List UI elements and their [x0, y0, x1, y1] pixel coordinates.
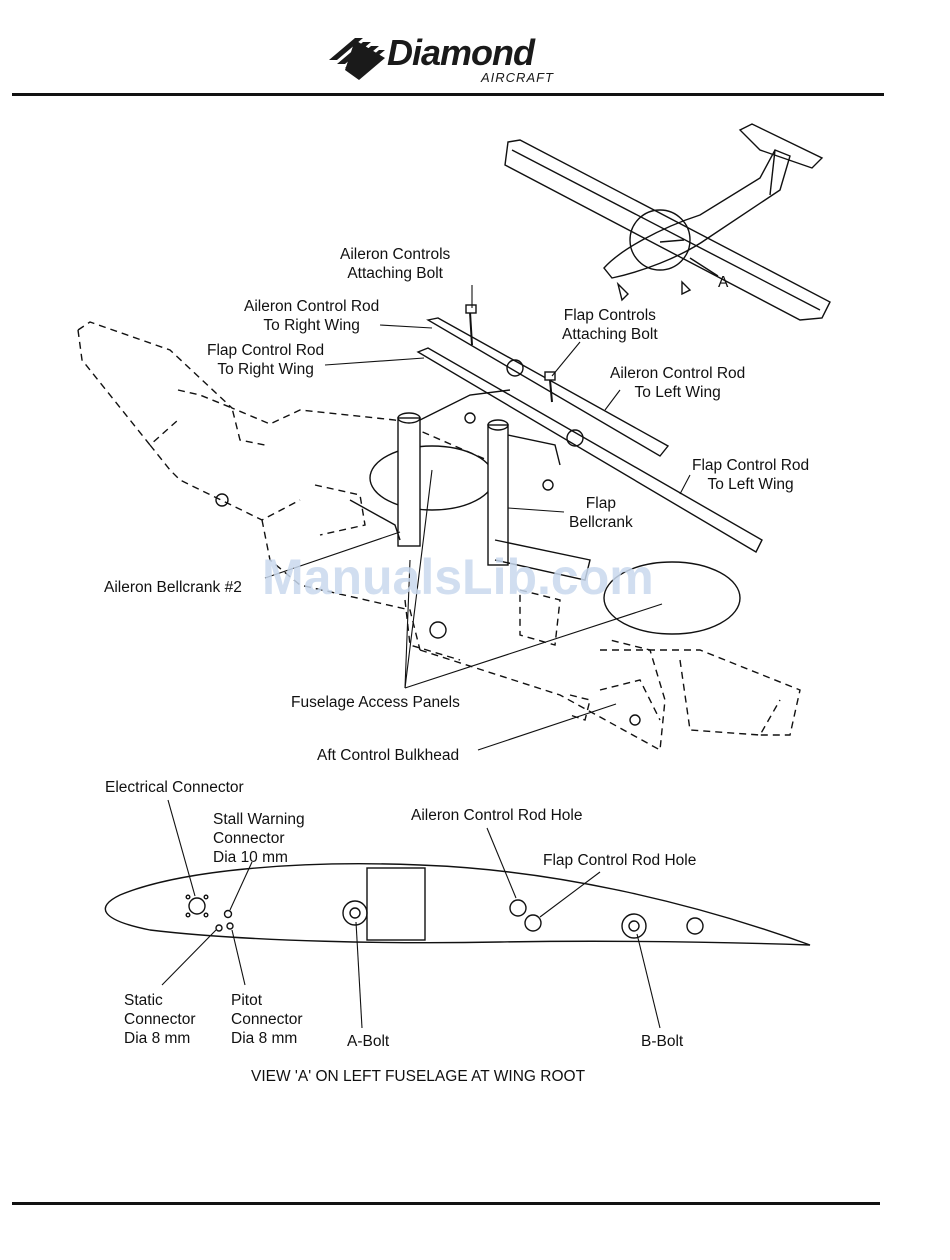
label-stall-warning-connector: Stall Warning Connector Dia 10 mm — [213, 811, 305, 866]
diamond-logo-icon — [329, 38, 385, 80]
leader-lines — [161, 285, 691, 1029]
label-flap-rod-right: Flap Control Rod To Right Wing — [207, 342, 325, 378]
label-a-bolt: A-Bolt — [347, 1033, 390, 1050]
brand-name: Diamond — [387, 32, 535, 73]
label-b-bolt: B-Bolt — [641, 1033, 684, 1050]
brand-sub: AIRCRAFT — [481, 70, 554, 85]
watermark: ManualsLib.com — [262, 549, 654, 605]
label-fuselage-access-panels: Fuselage Access Panels — [291, 694, 460, 711]
label-aileron-bellcrank-2: Aileron Bellcrank #2 — [104, 579, 242, 596]
label-flap-rod-hole: Flap Control Rod Hole — [543, 852, 697, 869]
figure-caption: VIEW 'A' ON LEFT FUSELAGE AT WING ROOT — [251, 1068, 586, 1085]
label-aft-control-bulkhead: Aft Control Bulkhead — [317, 747, 460, 764]
diamond-aircraft-logo: Diamond AIRCRAFT — [325, 32, 575, 90]
label-electrical-connector: Electrical Connector — [105, 779, 244, 796]
access-panel-right — [603, 561, 741, 635]
view-a-circle — [629, 209, 691, 271]
label-aileron-rod-left: Aileron Control Rod To Left Wing — [610, 365, 746, 401]
label-flap-controls-attaching-bolt: Flap Controls Attaching Bolt — [562, 307, 658, 343]
label-flap-rod-left: Flap Control Rod To Left Wing — [692, 457, 810, 493]
control-rods — [416, 317, 763, 553]
label-aileron-controls-attaching-bolt: Aileron Controls Attaching Bolt — [340, 246, 451, 282]
label-aileron-rod-right: Aileron Control Rod To Right Wing — [244, 298, 380, 334]
fuselage-structure — [77, 321, 801, 752]
access-panel-left — [369, 445, 495, 511]
label-pitot-connector: Pitot Connector Dia 8 mm — [231, 992, 303, 1047]
label-flap-bellcrank: Flap Bellcrank — [569, 495, 633, 531]
wing-root-airfoil — [104, 863, 811, 946]
airplane-overview — [504, 123, 831, 321]
header-rule — [12, 93, 884, 96]
label-view-marker: A — [718, 274, 729, 291]
footer-rule — [12, 1202, 880, 1205]
bellcrank-tubes — [349, 389, 591, 581]
label-static-connector: Static Connector Dia 8 mm — [124, 992, 196, 1047]
label-aileron-rod-hole: Aileron Control Rod Hole — [411, 807, 583, 824]
